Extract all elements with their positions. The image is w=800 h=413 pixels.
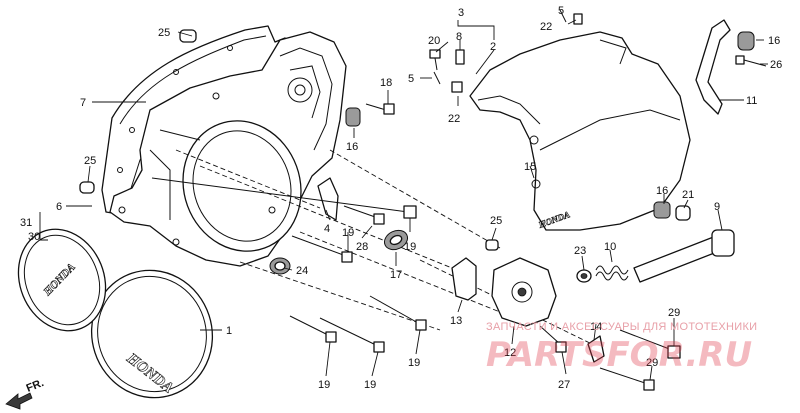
callout-28: 28 — [356, 241, 368, 253]
callout-19d: 19 — [364, 379, 376, 391]
bolt-26 — [735, 55, 767, 67]
callout-16b: 16 — [656, 185, 668, 197]
dowel-pin-left — [79, 181, 95, 194]
left-crankcase-cover — [109, 31, 347, 267]
callout-5b: 5 — [408, 73, 414, 85]
bolt-8 — [455, 49, 465, 65]
oil-seal-24 — [269, 257, 291, 275]
dowel-pin-top — [179, 29, 197, 43]
front-direction-arrow: FR. — [5, 377, 46, 410]
bolt-19b — [291, 235, 353, 263]
callout-19a: 19 — [342, 227, 354, 239]
clutch-lifter-12 — [491, 257, 557, 327]
callout-22a: 22 — [540, 21, 552, 33]
callout-24: 24 — [296, 265, 308, 277]
callout-9: 9 — [714, 201, 720, 213]
shift-spindle-9 — [633, 229, 735, 283]
rubber-grommet-16b — [653, 201, 671, 219]
callout-19b: 19 — [404, 241, 416, 253]
bolt-19d — [319, 317, 385, 353]
bolt-18 — [365, 103, 395, 115]
callout-20: 20 — [428, 35, 440, 47]
callout-29a: 29 — [668, 307, 680, 319]
dowel-pin-right — [485, 239, 499, 251]
callout-30: 30 — [28, 231, 40, 243]
grommet-21 — [675, 205, 691, 221]
callout-14: 14 — [590, 321, 602, 333]
bolt-19e — [369, 295, 427, 331]
clip-14 — [587, 335, 605, 363]
callout-31: 31 — [20, 217, 32, 229]
callout-23: 23 — [574, 245, 586, 257]
callout-7: 7 — [80, 97, 86, 109]
bracket-4 — [317, 177, 339, 221]
callout-25a: 25 — [158, 27, 170, 39]
callout-5a: 5 — [558, 5, 564, 17]
callout-29b: 29 — [646, 357, 658, 369]
bolt-20 — [429, 49, 441, 71]
outer-side-cover: HONDA — [90, 269, 214, 399]
bolt-5b — [433, 71, 441, 85]
callout-labels: 25 7 25 6 31 30 1 3 2 20 8 5 22 5 22 18 … — [20, 5, 782, 391]
callout-19e: 19 — [408, 357, 420, 369]
callout-4: 4 — [324, 223, 330, 235]
callout-25c: 25 — [490, 215, 502, 227]
callout-22b: 22 — [448, 113, 460, 125]
return-spring-10 — [595, 265, 629, 281]
callout-3: 3 — [458, 7, 464, 19]
direction-label: FR. — [25, 377, 46, 395]
watermark-text: ЗАПЧАСТИ И АКСЕССУАРЫ ДЛЯ МОТОТЕХНИКИ — [486, 321, 757, 333]
callout-16c: 16 — [768, 35, 780, 47]
bolt-22a — [573, 13, 583, 25]
oil-seal-17 — [383, 229, 409, 251]
callout-11: 11 — [746, 95, 757, 107]
callout-26: 26 — [770, 59, 782, 71]
callout-19c: 19 — [318, 379, 330, 391]
callout-leaders — [39, 19, 768, 381]
inner-side-cover: HONDA — [17, 228, 107, 332]
callout-27: 27 — [558, 379, 570, 391]
callout-15: 15 — [524, 161, 536, 173]
rubber-grommet-16c — [737, 31, 755, 51]
callout-18: 18 — [380, 77, 392, 89]
callout-8: 8 — [456, 31, 462, 43]
watermark-logo: PARTSFOR.RU — [486, 335, 752, 375]
bolt-5a — [559, 9, 567, 23]
bolt-19c — [289, 315, 337, 343]
shift-arm-11 — [695, 19, 731, 115]
watermark: ЗАПЧАСТИ И АКСЕССУАРЫ ДЛЯ МОТОТЕХНИКИ PA… — [486, 321, 757, 375]
callout-1: 1 — [226, 325, 232, 337]
callout-13: 13 — [450, 315, 462, 327]
callout-16a: 16 — [346, 141, 358, 153]
bolt-29b — [599, 367, 655, 391]
gasket-13 — [451, 257, 477, 301]
callout-21: 21 — [682, 189, 694, 201]
bolt-22b — [451, 81, 463, 93]
callout-6: 6 — [56, 201, 62, 213]
drive-sprocket-cover: HONDA — [469, 31, 691, 231]
washer-23 — [576, 269, 592, 283]
bolt-28 — [343, 205, 385, 225]
callout-17: 17 — [390, 269, 402, 281]
callout-2: 2 — [490, 41, 496, 53]
rubber-grommet-16a — [345, 107, 361, 127]
callout-10: 10 — [604, 241, 616, 253]
bolt-27 — [539, 325, 567, 353]
callout-12: 12 — [504, 347, 516, 359]
callout-25b: 25 — [84, 155, 96, 167]
